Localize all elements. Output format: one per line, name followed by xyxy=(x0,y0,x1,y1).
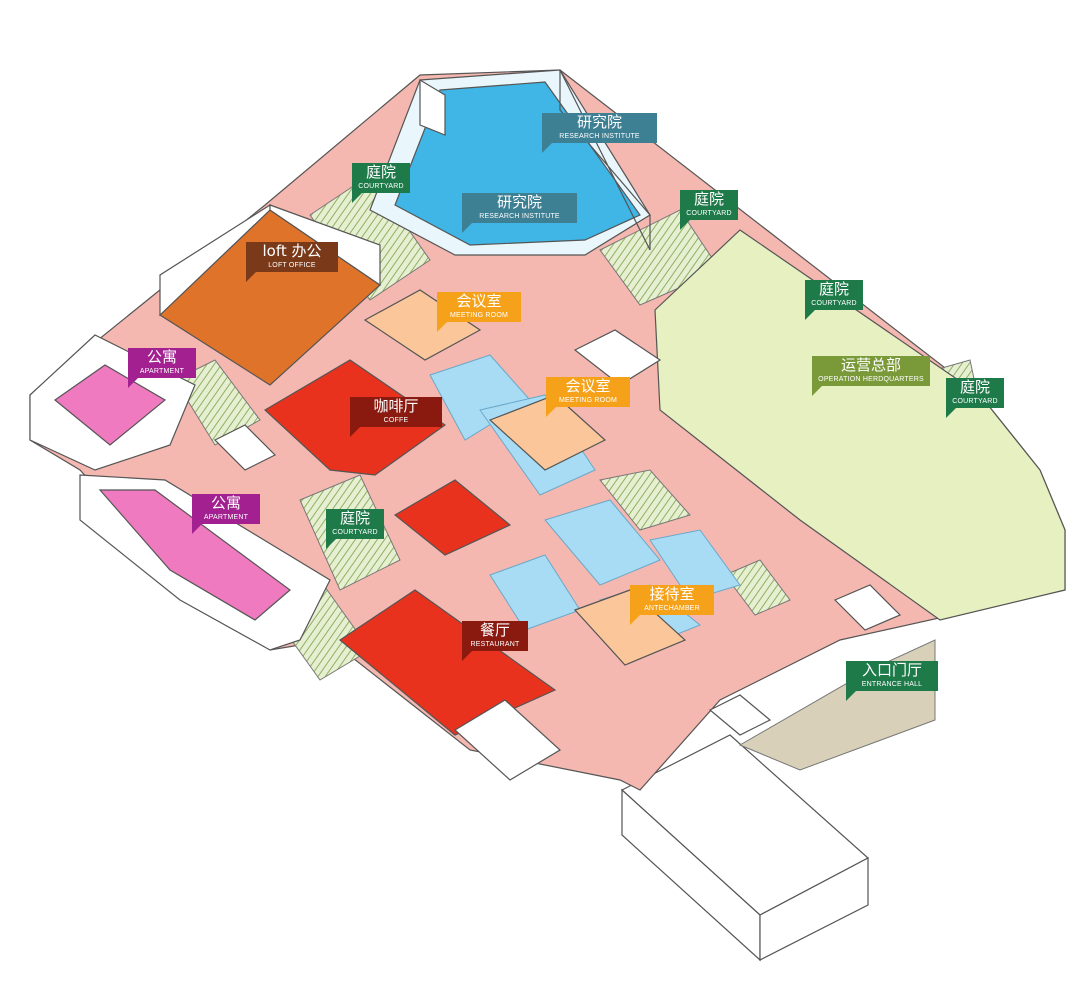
label-courtyard-2: 庭院 COURTYARD xyxy=(680,190,738,231)
label-en: RESTAURANT xyxy=(470,640,520,648)
courtyard-west xyxy=(174,359,261,446)
label-zh: 庭院 xyxy=(959,378,990,396)
label-meeting-room-1: 会议室 MEETING ROOM xyxy=(437,292,521,333)
label-operation-headquarters: 运营总部 OPERATION HERDQUARTERS xyxy=(812,356,930,397)
label-courtyard-1: 庭院 COURTYARD xyxy=(352,163,410,204)
label-zh: 庭院 xyxy=(339,509,370,527)
label-coffee: 咖啡厅 COFFE xyxy=(350,397,442,438)
label-en: LOFT OFFICE xyxy=(268,261,316,269)
label-zh: 公寓 xyxy=(146,348,177,366)
label-courtyard-5: 庭院 COURTYARD xyxy=(326,509,384,550)
label-antechamber: 接待室 ANTECHAMBER xyxy=(630,585,714,626)
label-entrance-hall: 入口门厅 ENTRANCE HALL xyxy=(846,661,938,702)
label-zh: 公寓 xyxy=(210,494,241,512)
label-loft-office: loft 办公 LOFT OFFICE xyxy=(246,242,338,283)
label-zh: 入口门厅 xyxy=(861,661,922,679)
restaurant xyxy=(338,589,562,781)
label-en: COURTYARD xyxy=(358,182,404,190)
label-en: COURTYARD xyxy=(332,528,378,536)
label-en: MEETING ROOM xyxy=(449,311,508,319)
courtyard-low xyxy=(724,559,791,616)
label-zh: 庭院 xyxy=(693,190,724,208)
label-en: COURTYARD xyxy=(811,299,857,307)
label-zh: 餐厅 xyxy=(479,621,510,639)
label-meeting-room-2: 会议室 MEETING ROOM xyxy=(546,377,630,418)
label-courtyard-4: 庭院 COURTYARD xyxy=(946,378,1004,419)
label-zh: 庭院 xyxy=(818,280,849,298)
operation-headquarters xyxy=(654,229,1066,621)
label-zh: 会议室 xyxy=(565,377,611,395)
label-zh: 接待室 xyxy=(649,585,695,603)
entrance-annex xyxy=(620,734,870,962)
label-en: APARTMENT xyxy=(203,513,249,521)
label-en: MEETING ROOM xyxy=(558,396,617,404)
label-apartment-2: 公寓 APARTMENT xyxy=(192,494,260,535)
label-en: ANTECHAMBER xyxy=(644,604,700,612)
label-zh: 会议室 xyxy=(456,292,502,310)
label-en: OPERATION HERDQUARTERS xyxy=(818,375,924,383)
label-apartment-1: 公寓 APARTMENT xyxy=(128,348,196,389)
label-en: APARTMENT xyxy=(139,367,185,375)
label-restaurant: 餐厅 RESTAURANT xyxy=(462,621,528,662)
courtyard-mid xyxy=(599,469,691,531)
label-en: RESEARCH INSTITUTE xyxy=(479,212,560,220)
label-zh: 庭院 xyxy=(365,163,396,181)
label-research-institute-1: 研究院 RESEARCH INSTITUTE xyxy=(542,113,657,154)
label-zh: 研究院 xyxy=(496,193,542,211)
label-en: COURTYARD xyxy=(686,209,732,217)
meeting-rooms xyxy=(363,289,687,666)
label-zh: 咖啡厅 xyxy=(373,397,419,415)
label-en: COURTYARD xyxy=(952,397,998,405)
label-en: RESEARCH INSTITUTE xyxy=(559,132,640,140)
label-zh: 运营总部 xyxy=(840,356,901,374)
label-research-institute-2: 研究院 RESEARCH INSTITUTE xyxy=(462,193,577,234)
label-en: COFFE xyxy=(383,416,409,424)
label-zh: 研究院 xyxy=(576,113,622,131)
label-zh: loft 办公 xyxy=(262,242,322,260)
label-courtyard-3: 庭院 COURTYARD xyxy=(805,280,863,321)
label-en: ENTRANCE HALL xyxy=(861,680,923,688)
utility-boxes xyxy=(213,329,902,736)
